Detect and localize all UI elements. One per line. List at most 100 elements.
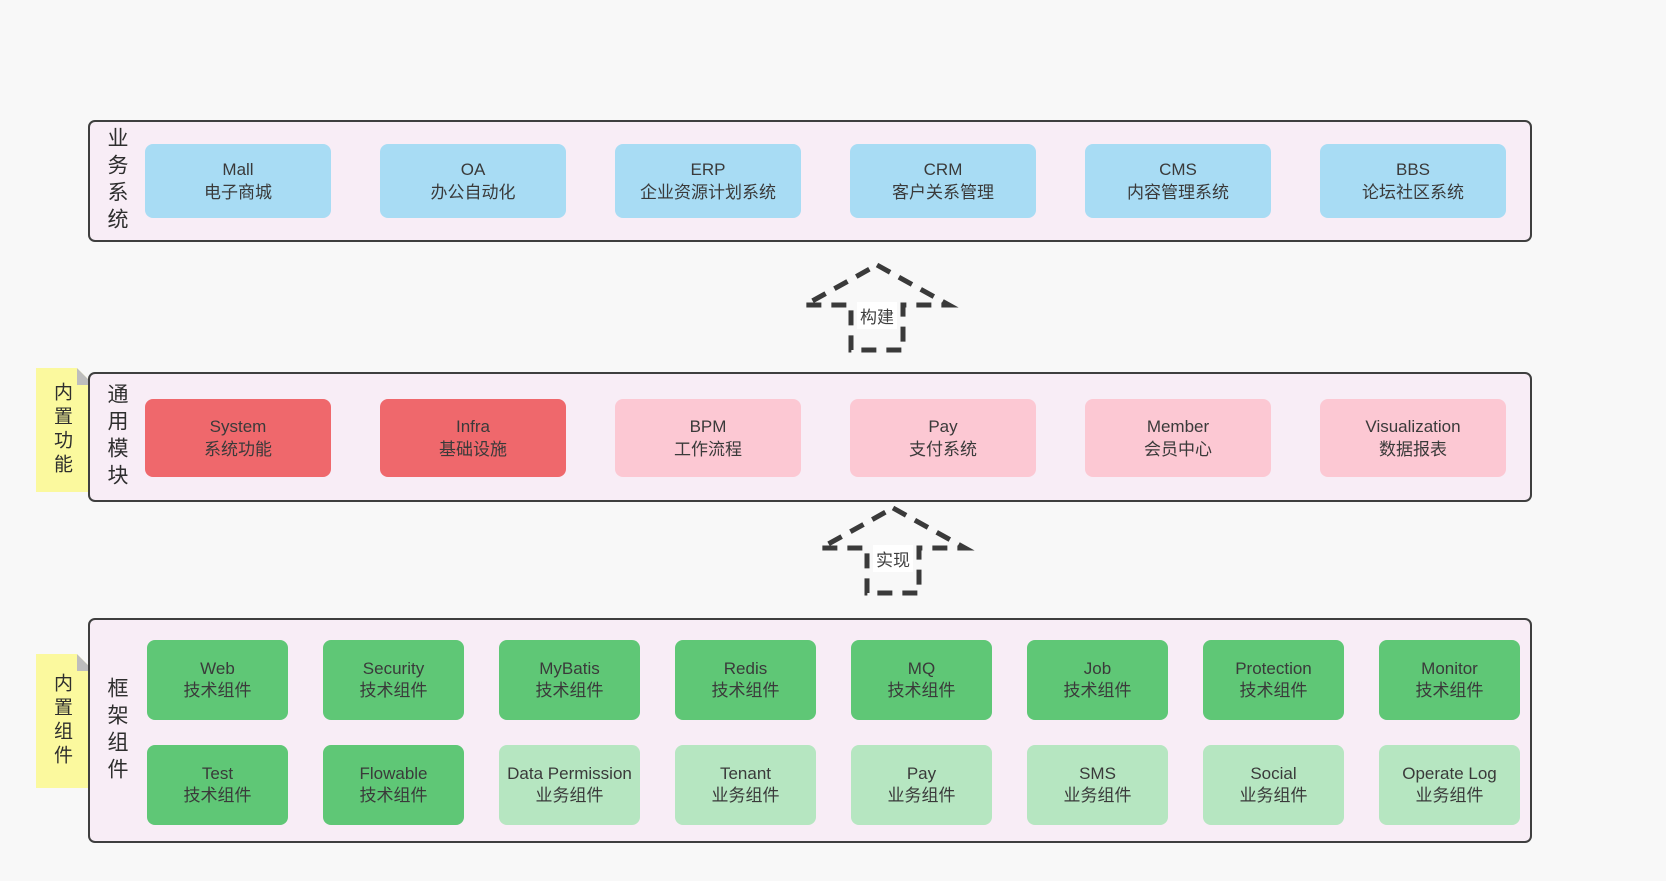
box-test: Test 技术组件	[147, 745, 288, 825]
box-subtitle: 基础设施	[439, 440, 507, 459]
box-pay-component: Pay 业务组件	[851, 745, 992, 825]
box-subtitle: 数据报表	[1379, 440, 1447, 459]
layer-framework-components: 框架组件 Web 技术组件 Security 技术组件 MyBatis 技术组件…	[88, 618, 1532, 843]
box-visualization: Visualization 数据报表	[1320, 399, 1506, 477]
box-title: CMS	[1159, 160, 1197, 179]
layer-common-modules: 通用模块 System 系统功能 Infra 基础设施 BPM 工作流程 Pay…	[88, 372, 1532, 502]
box-title: Protection	[1235, 659, 1312, 678]
layer-label-business-systems: 业务系统	[105, 127, 128, 235]
arrow-implement-up: 实现	[811, 503, 975, 596]
box-subtitle: 技术组件	[535, 681, 604, 700]
layer-business-systems: 业务系统 Mall 电子商城 OA 办公自动化 ERP 企业资源计划系统 CRM…	[88, 120, 1532, 242]
box-title: OA	[460, 160, 486, 179]
box-subtitle: 客户关系管理	[892, 183, 994, 202]
box-job: Job 技术组件	[1027, 640, 1168, 720]
components-box-row-2: Test 技术组件 Flowable 技术组件 Data Permission …	[147, 745, 1520, 825]
box-title: Data Permission	[507, 764, 632, 783]
sticky-note-built-in-features: 内置功能	[36, 368, 94, 492]
box-title: Visualization	[1365, 417, 1461, 436]
box-web: Web 技术组件	[147, 640, 288, 720]
sticky-note-label: 内置功能	[51, 382, 73, 478]
box-subtitle: 技术组件	[1063, 681, 1132, 700]
box-title: BBS	[1395, 160, 1431, 179]
box-title: Member	[1146, 417, 1210, 436]
box-title: MyBatis	[539, 659, 600, 678]
box-title: Redis	[723, 659, 768, 678]
dashed-up-arrow-icon	[811, 505, 975, 596]
box-tenant: Tenant 业务组件	[675, 745, 816, 825]
box-subtitle: 技术组件	[359, 681, 428, 700]
box-cms: CMS 内容管理系统	[1085, 144, 1271, 218]
box-subtitle: 技术组件	[183, 681, 252, 700]
arrow-build-up: 构建	[795, 260, 959, 353]
box-title: ERP	[690, 160, 726, 179]
box-flowable: Flowable 技术组件	[323, 745, 464, 825]
box-data-permission: Data Permission 业务组件	[499, 745, 640, 825]
box-sms: SMS 业务组件	[1027, 745, 1168, 825]
box-subtitle: 企业资源计划系统	[640, 183, 776, 202]
box-operate-log: Operate Log 业务组件	[1379, 745, 1520, 825]
box-subtitle: 技术组件	[887, 681, 956, 700]
box-subtitle: 论坛社区系统	[1362, 183, 1464, 202]
box-mq: MQ 技术组件	[851, 640, 992, 720]
box-mybatis: MyBatis 技术组件	[499, 640, 640, 720]
box-title: BPM	[689, 417, 727, 436]
box-subtitle: 业务组件	[711, 786, 780, 805]
box-title: Operate Log	[1402, 764, 1497, 783]
box-subtitle: 业务组件	[1415, 786, 1484, 805]
box-title: Job	[1083, 659, 1112, 678]
box-erp: ERP 企业资源计划系统	[615, 144, 801, 218]
box-social: Social 业务组件	[1203, 745, 1344, 825]
box-subtitle: 业务组件	[535, 786, 604, 805]
box-pay-system: Pay 支付系统	[850, 399, 1036, 477]
box-mall: Mall 电子商城	[145, 144, 331, 218]
box-redis: Redis 技术组件	[675, 640, 816, 720]
box-subtitle: 技术组件	[1239, 681, 1308, 700]
business-box-row: Mall 电子商城 OA 办公自动化 ERP 企业资源计划系统 CRM 客户关系…	[145, 144, 1506, 218]
box-subtitle: 技术组件	[359, 786, 428, 805]
box-security: Security 技术组件	[323, 640, 464, 720]
box-title: Pay	[928, 417, 958, 436]
box-member: Member 会员中心	[1085, 399, 1271, 477]
box-title: Social	[1250, 764, 1297, 783]
modules-box-row: System 系统功能 Infra 基础设施 BPM 工作流程 Pay 支付系统…	[145, 399, 1506, 477]
box-subtitle: 业务组件	[1063, 786, 1132, 805]
box-title: Pay	[906, 764, 937, 783]
box-title: Mall	[222, 160, 254, 179]
box-title: SMS	[1079, 764, 1116, 783]
box-subtitle: 支付系统	[909, 440, 977, 459]
box-oa: OA 办公自动化	[380, 144, 566, 218]
box-title: Tenant	[719, 764, 772, 783]
box-title: Security	[362, 659, 425, 678]
box-subtitle: 工作流程	[674, 440, 742, 459]
box-title: System	[209, 417, 267, 436]
box-title: Flowable	[359, 764, 428, 783]
box-subtitle: 办公自动化	[430, 183, 516, 202]
dashed-up-arrow-icon	[795, 262, 959, 353]
box-system: System 系统功能	[145, 399, 331, 477]
box-bbs: BBS 论坛社区系统	[1320, 144, 1506, 218]
box-title: MQ	[907, 659, 936, 678]
layer-label-common-modules: 通用模块	[105, 383, 128, 491]
arrow-label-build: 构建	[857, 302, 897, 329]
box-title: Web	[200, 659, 235, 678]
box-subtitle: 业务组件	[1239, 786, 1308, 805]
box-protection: Protection 技术组件	[1203, 640, 1344, 720]
sticky-note-built-in-components: 内置组件	[36, 654, 94, 788]
box-infra: Infra 基础设施	[380, 399, 566, 477]
box-monitor: Monitor 技术组件	[1379, 640, 1520, 720]
box-subtitle: 系统功能	[204, 440, 272, 459]
arrow-label-implement: 实现	[873, 545, 913, 572]
components-box-row-1: Web 技术组件 Security 技术组件 MyBatis 技术组件 Redi…	[147, 640, 1520, 720]
box-subtitle: 技术组件	[183, 786, 252, 805]
box-subtitle: 会员中心	[1144, 440, 1212, 459]
sticky-note-label: 内置组件	[51, 673, 73, 769]
box-subtitle: 内容管理系统	[1127, 183, 1229, 202]
box-title: CRM	[923, 160, 963, 179]
box-subtitle: 技术组件	[711, 681, 780, 700]
box-crm: CRM 客户关系管理	[850, 144, 1036, 218]
box-title: Test	[201, 764, 234, 783]
box-title: Monitor	[1421, 659, 1478, 678]
box-subtitle: 电子商城	[204, 183, 272, 202]
